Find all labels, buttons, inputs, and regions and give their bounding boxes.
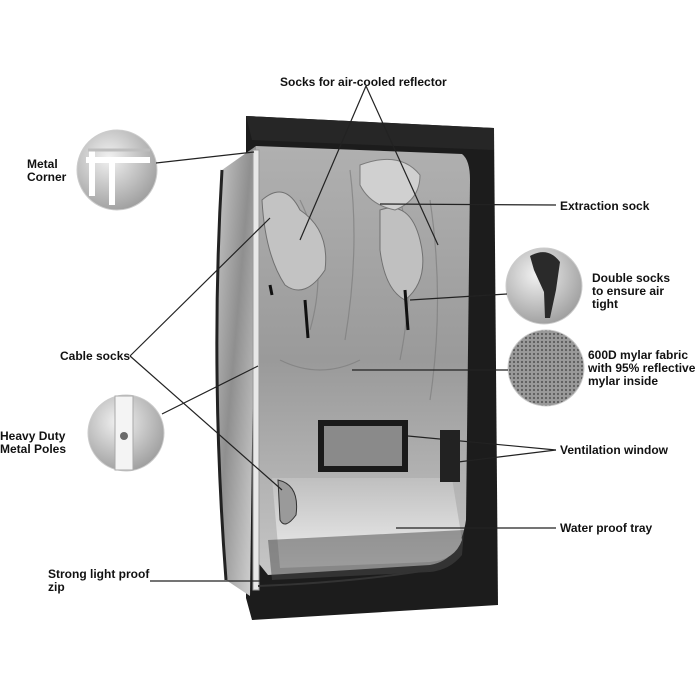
label-double-socks: Double socks to ensure air tight — [592, 272, 670, 311]
label-light-zip: Strong light proof zip — [48, 568, 149, 594]
label-ventilation-window: Ventilation window — [560, 443, 668, 457]
label-water-tray: Water proof tray — [560, 521, 653, 535]
label-double-socks-line2: to ensure air — [592, 284, 665, 298]
double-socks-detail — [505, 247, 583, 325]
left-door-flap — [216, 146, 256, 596]
label-light-zip-line2: zip — [48, 580, 65, 594]
label-metal-corner: Metal Corner — [27, 158, 66, 184]
metal-poles-detail — [87, 394, 165, 472]
leader-double-socks — [409, 293, 508, 301]
label-mylar-line3: mylar inside — [588, 374, 659, 388]
leader-cable-1 — [129, 217, 271, 357]
label-heavy-duty: Heavy Duty Metal Poles — [0, 430, 66, 456]
leader-vent-back — [407, 435, 557, 451]
label-cable-socks: Cable socks — [60, 349, 131, 363]
label-extraction-sock: Extraction sock — [560, 199, 650, 213]
label-mylar: 600D mylar fabric with 95% reflective my… — [588, 349, 695, 388]
metal-pole — [252, 149, 260, 591]
left-flap-edge — [215, 169, 228, 581]
metal-corner-detail — [76, 129, 158, 211]
grow-tent — [215, 116, 498, 620]
leader-cable-2 — [129, 355, 283, 491]
label-double-socks-line3: tight — [592, 297, 618, 311]
leader-extraction — [379, 203, 557, 206]
label-heavy-duty-line2: Metal Poles — [0, 442, 67, 456]
label-reflector-socks: Socks for air-cooled reflector — [280, 75, 447, 89]
leader-metal-poles — [161, 365, 259, 415]
light-proof-zip — [257, 567, 441, 587]
label-metal-corner-line2: Corner — [27, 170, 67, 184]
ventilation-window-side — [440, 430, 460, 482]
left-reflector-sock — [261, 191, 327, 291]
leader-reflector-left — [299, 85, 367, 241]
right-reflector-sock — [379, 207, 424, 301]
label-mylar-line1: 600D mylar fabric — [588, 348, 689, 362]
leader-lines — [129, 85, 557, 582]
label-metal-corner-line1: Metal — [27, 157, 58, 171]
tent-top-panel — [246, 116, 494, 150]
leader-reflector-right — [365, 85, 439, 246]
mylar-fabric-detail — [507, 329, 585, 407]
leader-vent-side — [457, 449, 557, 463]
label-light-zip-line1: Strong light proof — [48, 567, 150, 581]
tray-front-lip — [268, 530, 464, 580]
label-mylar-line2: with 95% reflective — [588, 361, 696, 375]
leader-metal-corner — [155, 151, 255, 164]
label-double-socks-line1: Double socks — [592, 271, 671, 285]
hanging-straps — [268, 284, 410, 339]
ventilation-window-mesh — [324, 426, 402, 466]
label-heavy-duty-line1: Heavy Duty — [0, 429, 66, 443]
cable-sock-bottom — [277, 479, 298, 525]
